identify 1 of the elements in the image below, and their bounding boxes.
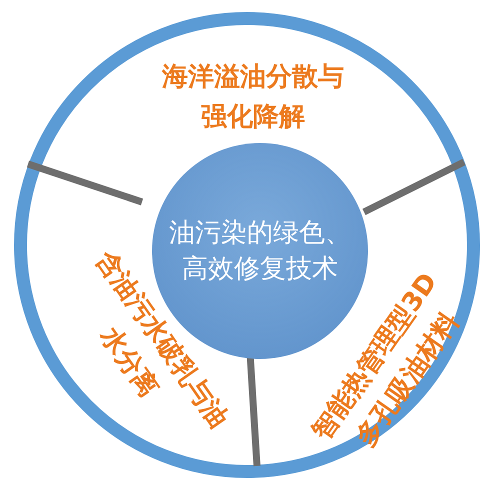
sector-label: 海洋溢油分散与强化降解 [153, 55, 353, 139]
